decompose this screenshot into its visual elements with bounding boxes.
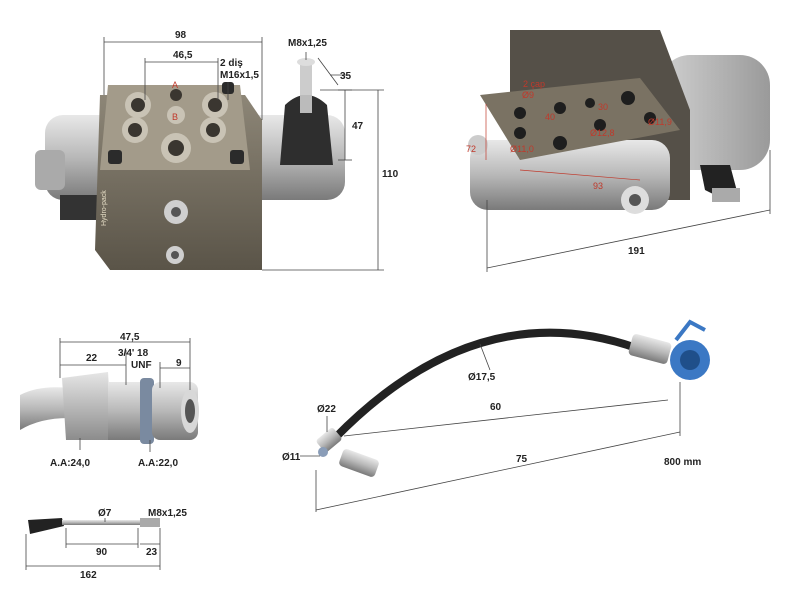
hose-end-fitting	[316, 428, 342, 452]
dim-46-5: 46,5	[173, 50, 193, 61]
lever-assembly	[280, 58, 333, 165]
thread-spec-2: UNF	[131, 360, 152, 371]
dim-d22: Ø22	[317, 404, 336, 415]
dim-d17-5: Ø17,5	[468, 372, 496, 383]
dim-d7: Ø7	[98, 508, 112, 519]
fitting-view: 47,5 22 3/4' 18 UNF 9 A.A:24,0 A.A:22,0	[20, 332, 199, 469]
dim-47: 47	[352, 121, 364, 132]
fitting-body	[108, 382, 146, 440]
spool-end	[35, 150, 65, 190]
dim-47-5: 47,5	[120, 332, 140, 343]
port-p	[122, 117, 148, 143]
valve-back-view: 2 çap Ø9 40 30 Ø12,8 Ø11,9 Ø11,0 72 93 1…	[466, 30, 771, 272]
cap-strap	[674, 319, 706, 342]
aa-24-label: A.A:24,0	[50, 458, 90, 469]
dim-40: 40	[545, 112, 555, 122]
coupler-body	[628, 334, 672, 364]
thread-note-1: 2 diş	[220, 58, 243, 69]
hose-line	[331, 328, 646, 442]
dim-m8: M8x1,25	[288, 38, 327, 49]
back-end-plug	[468, 135, 488, 155]
fitting-tube	[20, 387, 68, 430]
dim-30: 30	[598, 102, 608, 112]
fitting-oring	[140, 378, 154, 444]
lever-grip	[28, 518, 64, 534]
back-ports	[514, 91, 656, 150]
dim-m8-rod: M8x1,25	[148, 508, 187, 519]
lower-block	[60, 195, 100, 220]
dim-9: 9	[176, 358, 182, 369]
port-a-label: A	[172, 80, 178, 90]
valve-front-view: Hydro-pack A B 98 46,5 2 diş M16x1,5 M8x…	[35, 30, 399, 271]
thread-spec-1: 3/4' 18	[118, 348, 149, 359]
brand-label: Hydro-pack	[101, 190, 108, 226]
port-center	[161, 133, 191, 163]
aa-22-label: A.A:22,0	[138, 458, 178, 469]
dim-35: 35	[340, 71, 352, 82]
dim-162: 162	[80, 570, 97, 581]
dim-72: 72	[466, 144, 476, 154]
fitting-nut	[62, 372, 112, 440]
dim-110: 110	[382, 169, 399, 180]
lever-thread	[140, 518, 160, 527]
lever-rod	[62, 520, 160, 525]
port-b-label: B	[172, 112, 178, 122]
dim-98: 98	[175, 30, 187, 41]
dim-93: 93	[593, 181, 603, 191]
dim-d11-0: Ø11,0	[510, 144, 534, 154]
lever-rod-view: Ø7 M8x1,25 90 23 162	[25, 508, 187, 581]
bolt-icons	[108, 82, 244, 164]
dim-75: 75	[516, 454, 528, 465]
dim-22-fit: 22	[86, 353, 98, 364]
dim-90: 90	[96, 547, 108, 558]
dim-60: 60	[490, 402, 502, 413]
hose-view: Ø17,5 Ø22 Ø11 60 75 800 mm	[282, 319, 710, 512]
port-t	[200, 117, 226, 143]
hole-dia-label: Ø9	[522, 90, 534, 100]
small-port	[170, 89, 182, 101]
hose-adapter	[339, 449, 379, 477]
hose-length: 800 mm	[664, 457, 701, 468]
dim-191: 191	[628, 246, 645, 257]
thread-note-2: M16x1,5	[220, 70, 259, 81]
dim-23: 23	[146, 547, 158, 558]
rubber-boot	[280, 95, 333, 165]
dim-d11-9: Ø11,9	[648, 117, 672, 127]
dim-d12-8: Ø12,8	[590, 128, 615, 138]
holes-label: 2 çap	[523, 79, 545, 89]
small-port-2	[167, 106, 185, 124]
port-a	[125, 92, 151, 118]
port-b	[202, 92, 228, 118]
dim-d11: Ø11	[282, 452, 301, 463]
